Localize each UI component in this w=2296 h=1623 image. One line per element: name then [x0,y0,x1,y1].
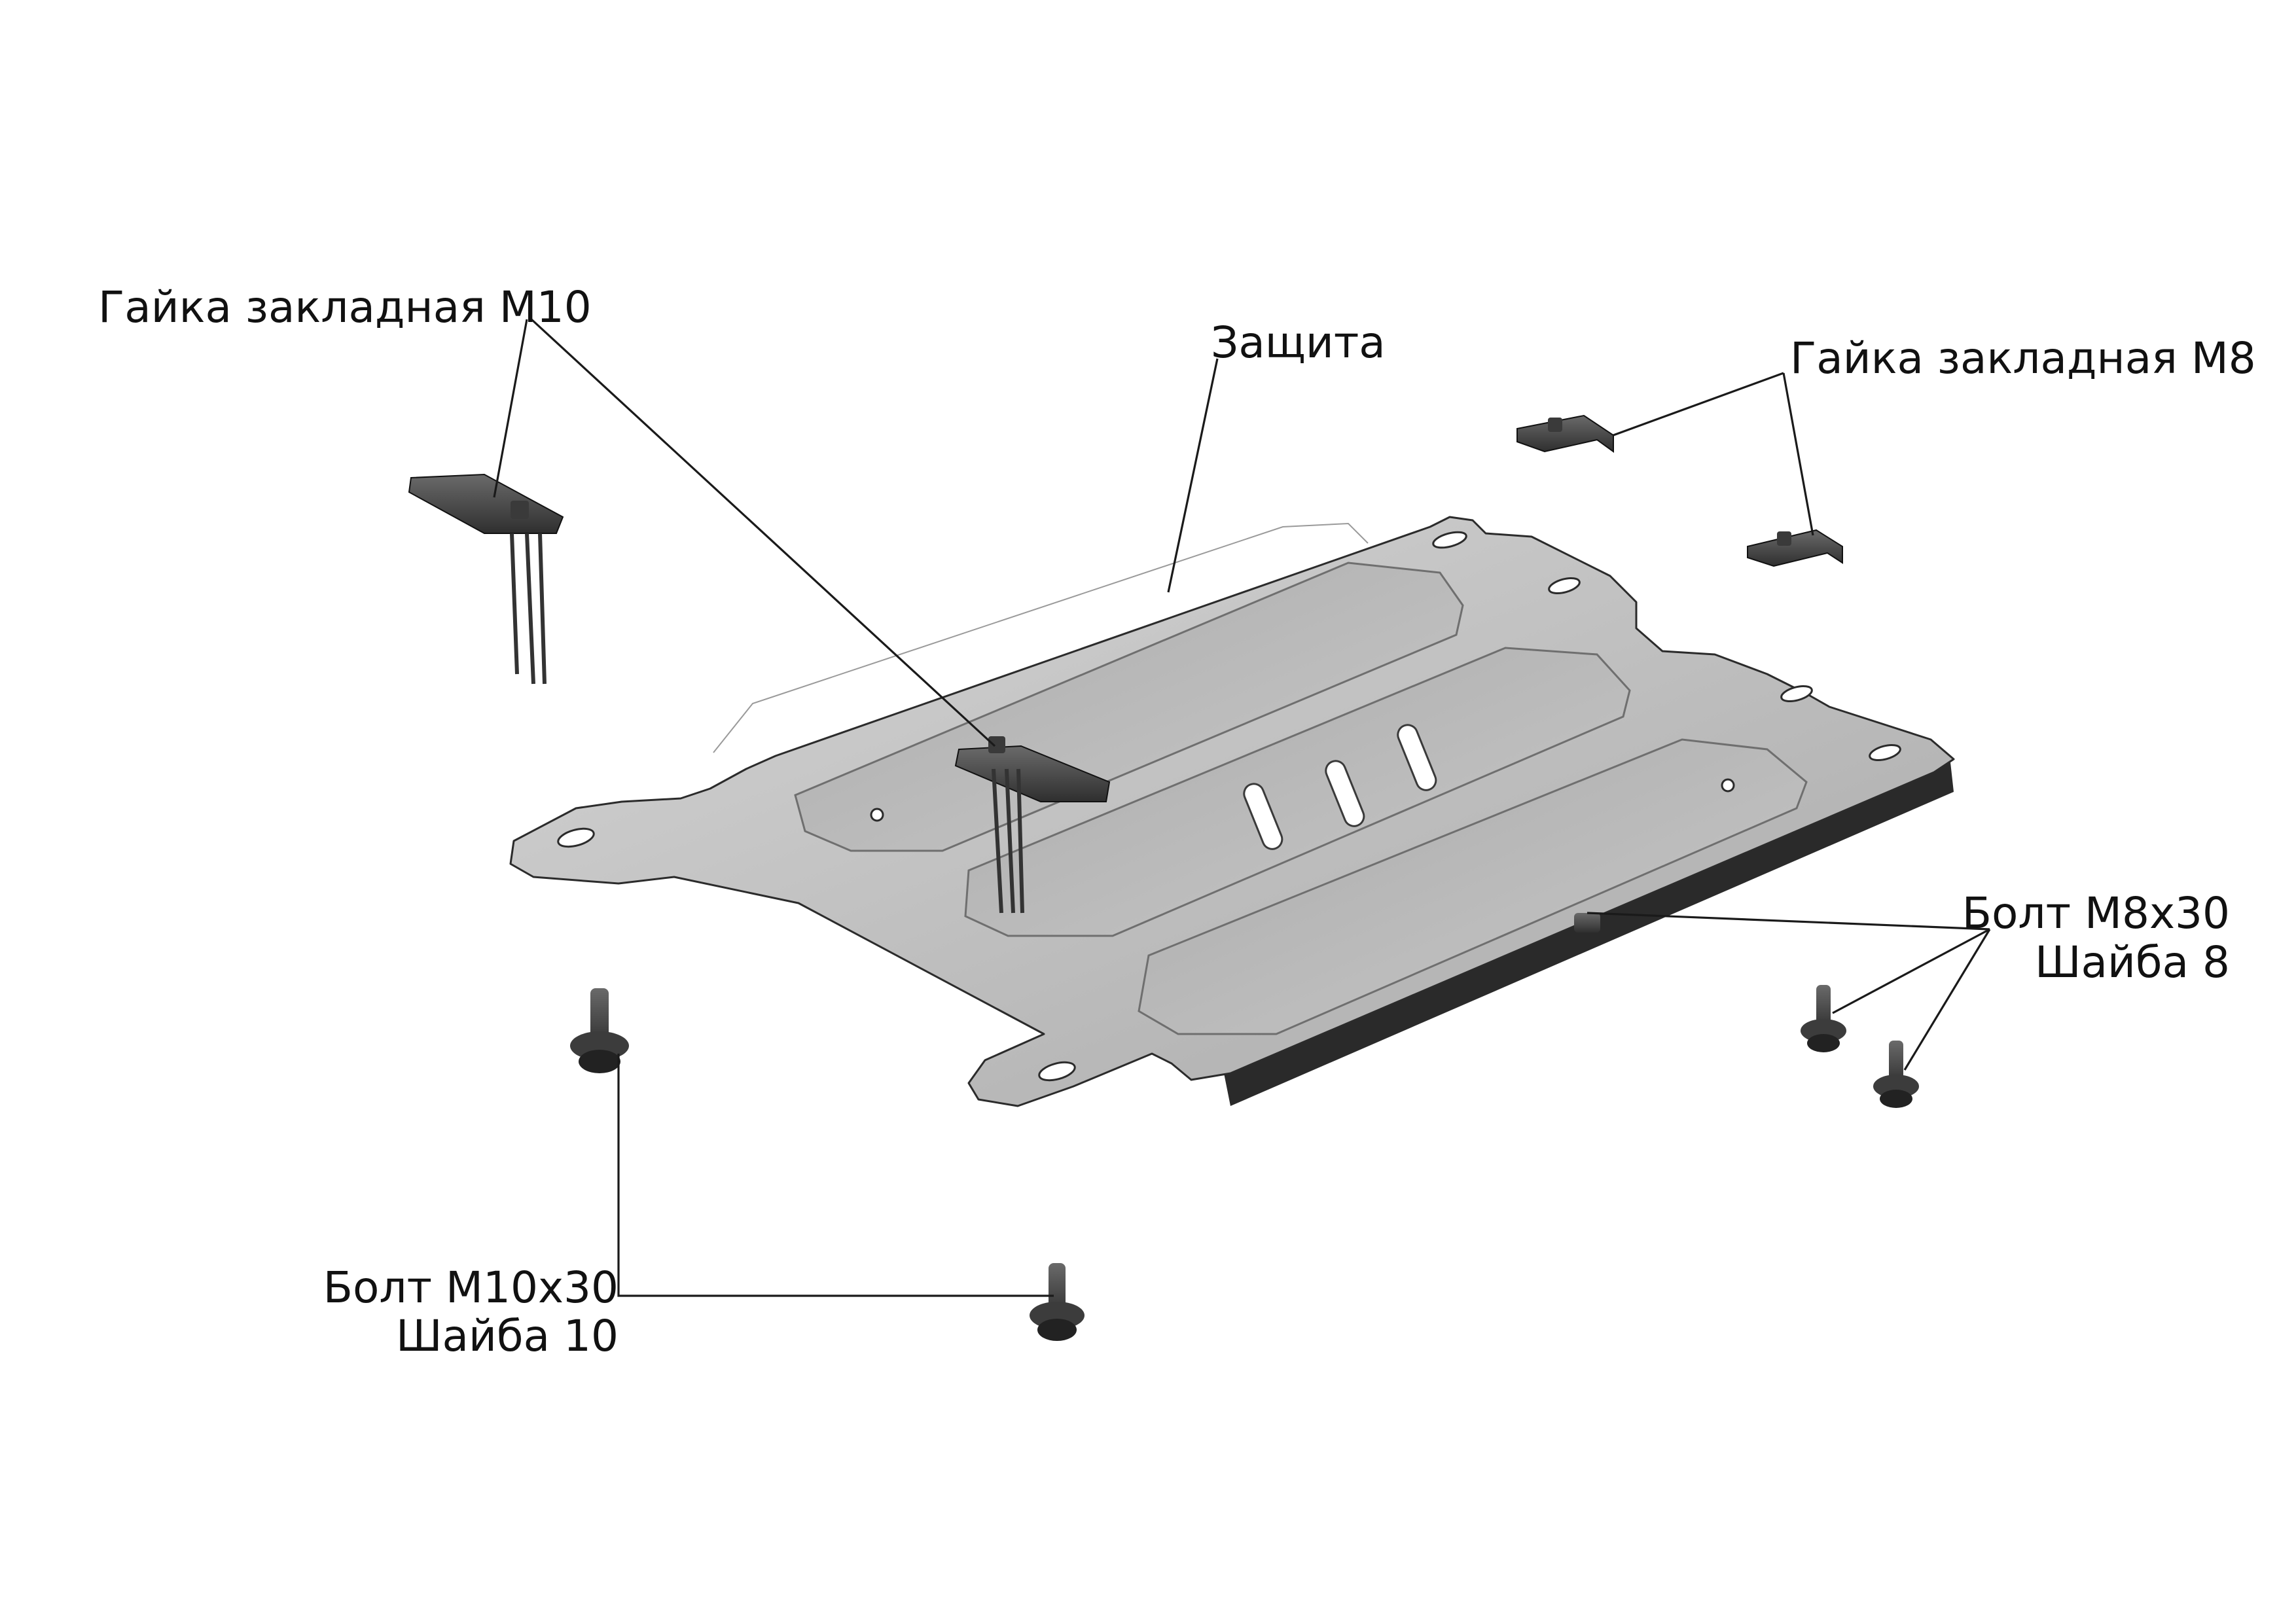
embedded-nut-m8-lower [1747,529,1843,567]
leader-guard [1167,358,1219,593]
small-hole [1721,778,1735,793]
leader-nut-m10 [493,318,996,747]
mount-hole [1780,685,1813,702]
label-bolt-m10-line2: Шайба 10 [396,1311,619,1361]
mount-hole [1432,531,1467,549]
label-bolt-m8-line2: Шайба 8 [2035,937,2230,988]
guard-plate [509,516,1955,1107]
label-nut-m8: Гайка закладная М8 [1790,333,2256,383]
plate-back-edge [713,522,1369,753]
plate-channel-1 [794,562,1464,852]
label-nut-m10: Гайка закладная М10 [98,282,592,332]
mount-hole [557,827,595,848]
embedded-nut-m10-left [408,473,564,685]
mount-hole [1869,744,1901,761]
bolt-m10-left [570,988,629,1073]
vent-slot [1325,760,1365,827]
embedded-nut-m10-center [954,736,1111,914]
leader-bolt-m8 [1587,912,1991,1071]
vent-slot [1243,783,1283,850]
leader-bolt-m10 [617,1054,1054,1297]
mount-hole [1548,577,1581,594]
vent-slot [1397,724,1437,791]
leader-nut-m8 [1613,372,1814,536]
bolt-m8-right [1873,1041,1919,1108]
label-bolt-m8-line1: Болт М8х30 [1962,888,2230,938]
bolt-m8-left [1801,985,1846,1052]
underside-nut [1574,913,1600,933]
embedded-nut-m8-upper [1516,414,1614,453]
mount-hole [1038,1061,1076,1082]
plate-channel-3 [1138,738,1808,1035]
plate-channel-2 [964,647,1631,937]
plate-underside [1224,762,1954,1106]
leader-lines [493,318,1991,1297]
small-hole [870,808,884,822]
label-guard: Защита [1211,317,1386,368]
label-bolt-m10-line1: Болт М10х30 [323,1262,619,1313]
bolt-m10-bottom [1030,1263,1085,1341]
